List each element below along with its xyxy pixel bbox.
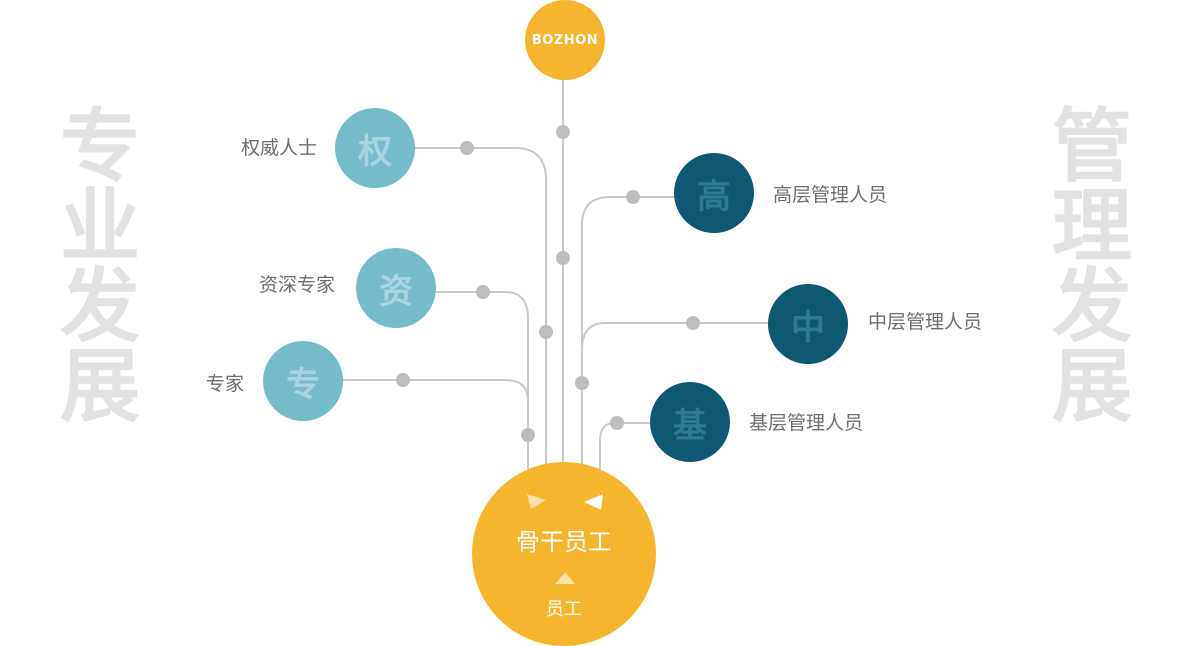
branch-dot bbox=[626, 190, 640, 204]
label-junior-manager: 基层管理人员 bbox=[749, 412, 864, 434]
node-char: 中 bbox=[791, 307, 825, 348]
trunk-dot bbox=[556, 125, 570, 139]
node-char: 专 bbox=[286, 364, 320, 405]
label-senior-manager: 高层管理人员 bbox=[773, 184, 888, 206]
node-char: 高 bbox=[697, 176, 731, 217]
node-authority: 权 bbox=[335, 108, 415, 188]
branch-dot bbox=[521, 428, 535, 442]
title-char: 展 bbox=[1052, 340, 1132, 433]
title-char: 管 bbox=[1052, 100, 1132, 193]
node-expert: 专 bbox=[263, 341, 343, 421]
professional-development-title: 专 业 发 展 bbox=[50, 107, 150, 427]
branch-dot bbox=[460, 141, 474, 155]
title-char: 展 bbox=[60, 340, 140, 433]
node-junior-manager: 基 bbox=[650, 382, 730, 462]
branch-dot bbox=[610, 416, 624, 430]
title-char: 发 bbox=[1052, 260, 1132, 353]
label-authority: 权威人士 bbox=[241, 137, 318, 159]
core-title: 骨干员工 bbox=[516, 528, 612, 556]
branch-dot bbox=[575, 376, 589, 390]
branch-dot bbox=[396, 373, 410, 387]
branch-line-expert bbox=[343, 379, 529, 472]
node-char: 资 bbox=[379, 271, 413, 312]
branch-dot bbox=[539, 325, 553, 339]
branch-dot bbox=[686, 316, 700, 330]
core-subtitle: 员工 bbox=[546, 599, 582, 620]
title-char: 业 bbox=[60, 180, 140, 273]
node-char: 权 bbox=[358, 131, 392, 172]
logo-text: BOZHON bbox=[531, 32, 599, 48]
label-senior-expert: 资深专家 bbox=[259, 274, 336, 296]
bozhon-logo: BOZHON bbox=[525, 0, 605, 80]
node-senior-manager: 高 bbox=[674, 153, 754, 233]
branch-line-senior-expert bbox=[436, 291, 529, 472]
title-char: 理 bbox=[1052, 180, 1132, 273]
title-char: 发 bbox=[60, 260, 140, 353]
management-development-title: 管 理 发 展 bbox=[1042, 107, 1142, 427]
core-employee-node bbox=[472, 462, 656, 646]
label-expert: 专家 bbox=[206, 373, 245, 395]
branch-dot bbox=[476, 285, 490, 299]
node-char: 基 bbox=[673, 405, 707, 446]
title-char: 专 bbox=[60, 100, 140, 193]
branch-line-junior-manager bbox=[599, 422, 650, 472]
branch-line-senior-manager bbox=[581, 196, 675, 465]
node-senior-expert: 资 bbox=[356, 248, 436, 328]
label-middle-manager: 中层管理人员 bbox=[868, 311, 983, 333]
trunk-dot bbox=[556, 251, 570, 265]
branch-line-authority bbox=[415, 147, 547, 465]
node-middle-manager: 中 bbox=[768, 284, 848, 364]
branch-line-middle-manager bbox=[581, 322, 768, 465]
